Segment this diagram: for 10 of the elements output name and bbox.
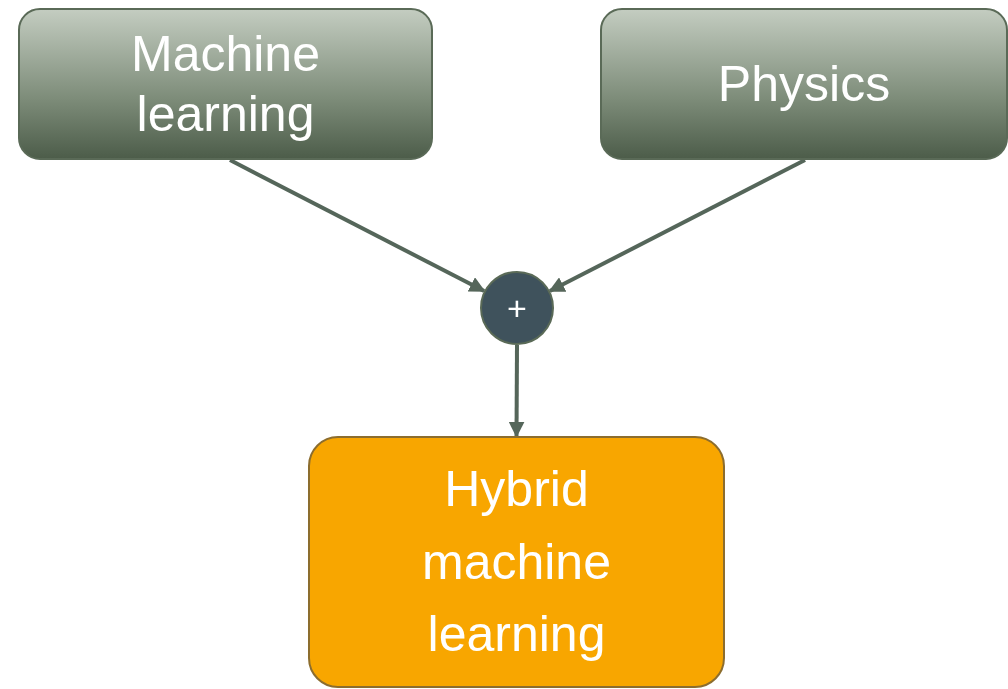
node-label: Machine learning	[130, 25, 321, 144]
process-box	[18, 8, 433, 160]
result-box	[308, 436, 725, 688]
process-box	[600, 8, 1008, 160]
arrow	[229, 158, 486, 293]
operator-symbol: +	[507, 288, 527, 328]
arrow	[508, 345, 525, 438]
node-label: Physics	[717, 55, 891, 114]
node-label: Hybrid machine learning	[421, 460, 612, 665]
arrow	[548, 158, 806, 293]
